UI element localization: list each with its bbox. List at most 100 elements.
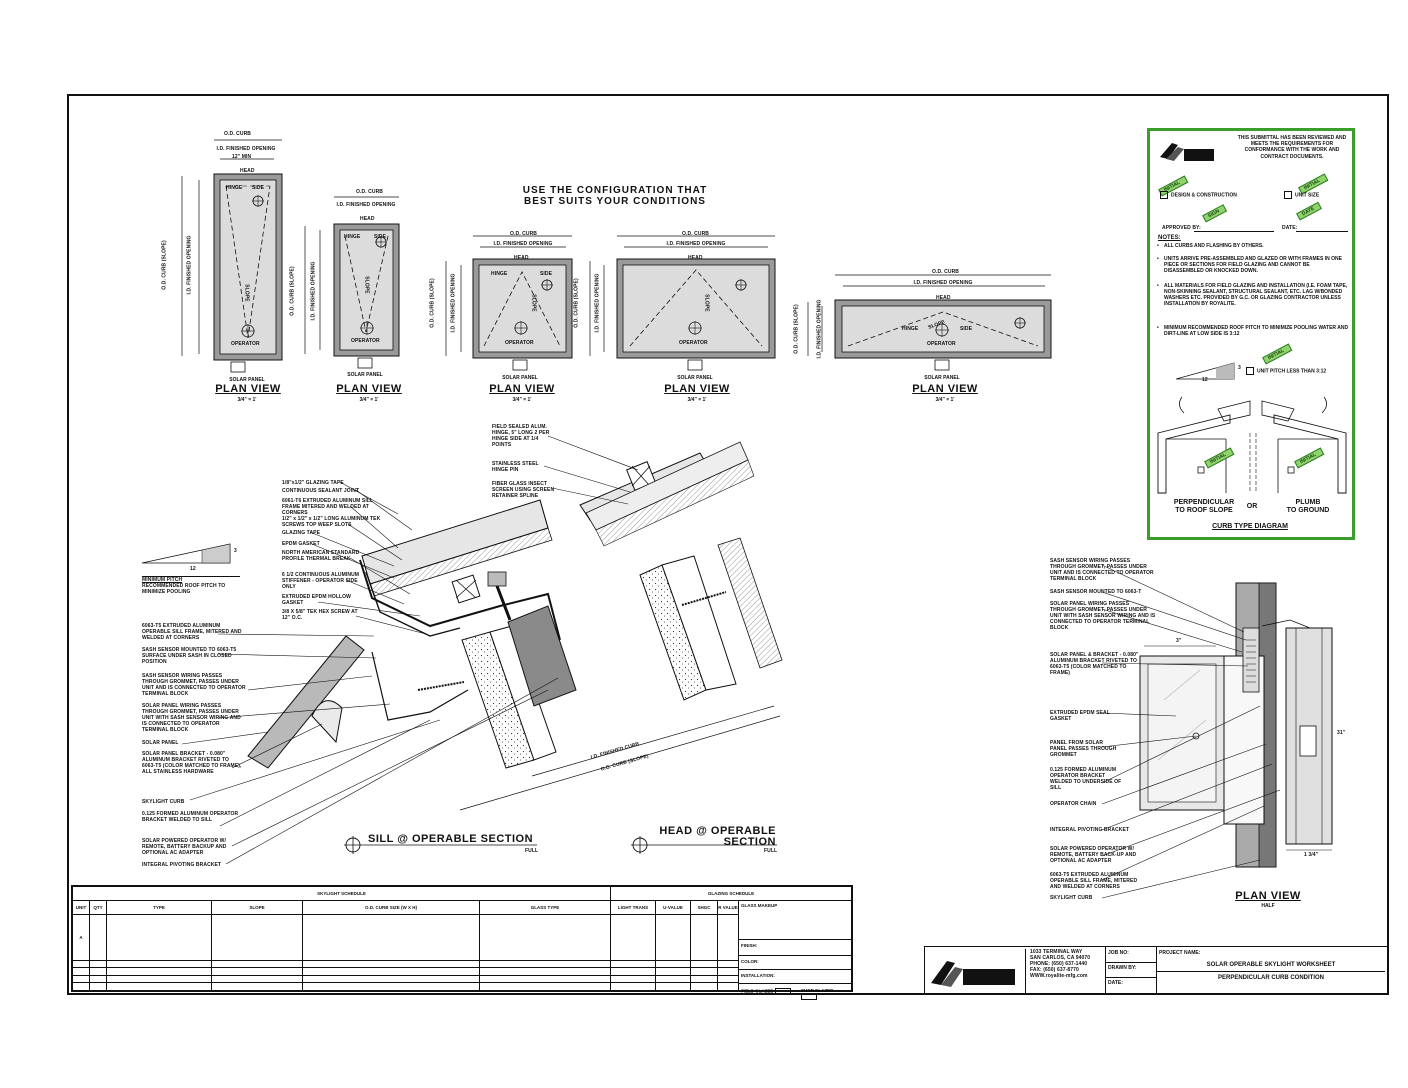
pitch-check[interactable]: UNIT PITCH LESS THAN 3:12 [1246, 367, 1326, 375]
approval-stamp-panel: THIS SUBMITTAL HAS BEEN REVIEWED AND MEE… [1147, 128, 1355, 540]
pv2-label: PLAN VIEW [336, 383, 402, 395]
empty-cell[interactable] [690, 974, 718, 984]
plumb-line-1: PLUMB [1295, 499, 1321, 506]
check-design[interactable]: DESIGN & CONSTRUCTION [1160, 191, 1237, 199]
empty-cell[interactable] [610, 959, 656, 969]
note-hinge-pin: STAINLESS STEEL HINGE PIN [492, 461, 539, 473]
empty-cell[interactable] [106, 959, 212, 969]
empty-cell[interactable] [89, 982, 107, 991]
row-a-shgc[interactable] [690, 914, 718, 961]
empty-cell[interactable] [610, 974, 656, 984]
row-a-u[interactable] [655, 914, 691, 961]
empty-cell[interactable] [479, 959, 611, 969]
row-a-curb[interactable] [302, 914, 480, 961]
empty-cell[interactable] [655, 967, 691, 976]
pv1-id-opening: I.D. FINISHED OPENING [216, 146, 276, 152]
curb-type-diagram [1157, 396, 1347, 494]
note-hinge: FIELD SEALED ALUM. HINGE, 5" LONG 2 PER … [492, 424, 550, 448]
side-note-sill-frame: 6063-T5 EXTRUDED ALUMINUM OPERABLE SILL … [1050, 872, 1138, 890]
row-a-glass[interactable] [479, 914, 611, 961]
color-label: COLOR: [741, 959, 759, 964]
empty-cell[interactable] [211, 959, 303, 969]
field-glazed-option[interactable]: FIELD GLAZED [741, 988, 794, 995]
perpendicular-caption: PERPENDICULAR TO ROOF SLOPE [1164, 499, 1244, 515]
empty-cell[interactable] [72, 982, 90, 991]
pv3-slope: SLOPE [530, 294, 537, 312]
project-name-label: PROJECT NAME: [1159, 950, 1201, 956]
unit-size-checkbox[interactable] [1284, 191, 1292, 199]
note-skylight-curb: SKYLIGHT CURB [142, 799, 185, 805]
empty-cell[interactable] [106, 982, 212, 991]
check-unit-size[interactable]: UNIT SIZE [1284, 191, 1319, 199]
side-note-solar-operator: SOLAR POWERED OPERATOR W/ REMOTE, BATTER… [1050, 846, 1137, 864]
empty-cell[interactable] [479, 974, 611, 984]
empty-cell[interactable] [690, 959, 718, 969]
pv3-label: PLAN VIEW [489, 383, 555, 395]
empty-cell[interactable] [690, 967, 718, 976]
empty-cell[interactable] [302, 959, 480, 969]
empty-cell[interactable] [211, 967, 303, 976]
side-note-panel-grommet: PANEL FROM SOLAR PANEL PASSES THROUGH GR… [1050, 740, 1117, 758]
empty-cell[interactable] [655, 974, 691, 984]
curb-type-diagram-title: CURB TYPE DIAGRAM [1212, 523, 1288, 530]
empty-cell[interactable] [211, 982, 303, 991]
empty-cell[interactable] [89, 959, 107, 969]
empty-cell[interactable] [302, 982, 480, 991]
pv5-solar-panel: SOLAR PANEL [924, 375, 960, 381]
empty-cell[interactable] [655, 982, 691, 991]
note-4: MINIMUM RECOMMENDED ROOF PITCH TO MINIMI… [1157, 325, 1350, 337]
empty-cell[interactable] [89, 974, 107, 984]
pv1-hinge: HINGE [226, 185, 243, 191]
empty-cell[interactable] [72, 959, 90, 969]
note-glazing-tape-2: GLAZING TAPE [282, 530, 321, 536]
note-hollow-gasket: EXTRUDED EPDM HOLLOW GASKET [282, 594, 351, 606]
empty-cell[interactable] [610, 967, 656, 976]
row-a-qty[interactable] [89, 914, 107, 961]
empty-cell[interactable] [479, 967, 611, 976]
pitch-checkbox[interactable] [1246, 367, 1254, 375]
row-a-slope[interactable] [211, 914, 303, 961]
address-fax: FAX: (650) 637-8770 [1030, 967, 1079, 973]
initial-tag-3: INITIAL [1262, 343, 1292, 365]
empty-cell[interactable] [717, 967, 739, 976]
pv5-scale: 3/4" = 1' [935, 397, 955, 403]
empty-cell[interactable] [89, 967, 107, 976]
empty-cell[interactable] [655, 959, 691, 969]
col-r-value: R VALUE [717, 900, 739, 915]
empty-cell[interactable] [106, 974, 212, 984]
side-plan-view-drawing [1101, 564, 1333, 899]
project-info: PROJECT NAME: SOLAR OPERABLE SKYLIGHT WO… [1157, 947, 1385, 993]
empty-cell[interactable] [610, 982, 656, 991]
pv3-head: HEAD [514, 255, 529, 261]
empty-cell[interactable] [717, 959, 739, 969]
empty-cell[interactable] [302, 967, 480, 976]
col-qty: QTY [89, 900, 107, 915]
row-a-type[interactable] [106, 914, 212, 961]
empty-cell[interactable] [72, 967, 90, 976]
empty-cell[interactable] [479, 982, 611, 991]
shop-glazed-checkbox[interactable] [801, 993, 817, 1000]
note-thermal-break: NORTH AMERICAN STANDARD PROFILE THERMAL … [282, 550, 360, 562]
pv2-head: HEAD [360, 216, 375, 222]
empty-cell[interactable] [302, 974, 480, 984]
date-line[interactable] [1296, 231, 1348, 232]
approved-by-line[interactable] [1194, 231, 1274, 232]
note-solar-wiring: SOLAR PANEL WIRING PASSES THROUGH GROMME… [142, 703, 241, 733]
empty-cell[interactable] [211, 974, 303, 984]
date-label: DATE: [1282, 225, 1298, 231]
empty-cell[interactable] [717, 974, 739, 984]
design-checkbox[interactable] [1160, 191, 1168, 199]
row-a-unit[interactable]: A [72, 914, 90, 961]
empty-cell[interactable] [690, 982, 718, 991]
row-a-r[interactable] [717, 914, 739, 961]
pv1-label: PLAN VIEW [215, 383, 281, 395]
row-a-lt[interactable] [610, 914, 656, 961]
empty-cell[interactable] [106, 967, 212, 976]
empty-cell[interactable] [717, 982, 739, 991]
pv1-od-curb: O.D. CURB [224, 131, 252, 137]
field-glazed-checkbox[interactable] [775, 988, 792, 995]
shop-glazed-option[interactable]: SHOP GLAZED [801, 988, 851, 1000]
empty-cell[interactable] [72, 974, 90, 984]
sheet-title-2: PERPENDICULAR CURB CONDITION [1217, 975, 1324, 981]
pitch-box-title: MINIMUM PITCH [142, 577, 183, 583]
